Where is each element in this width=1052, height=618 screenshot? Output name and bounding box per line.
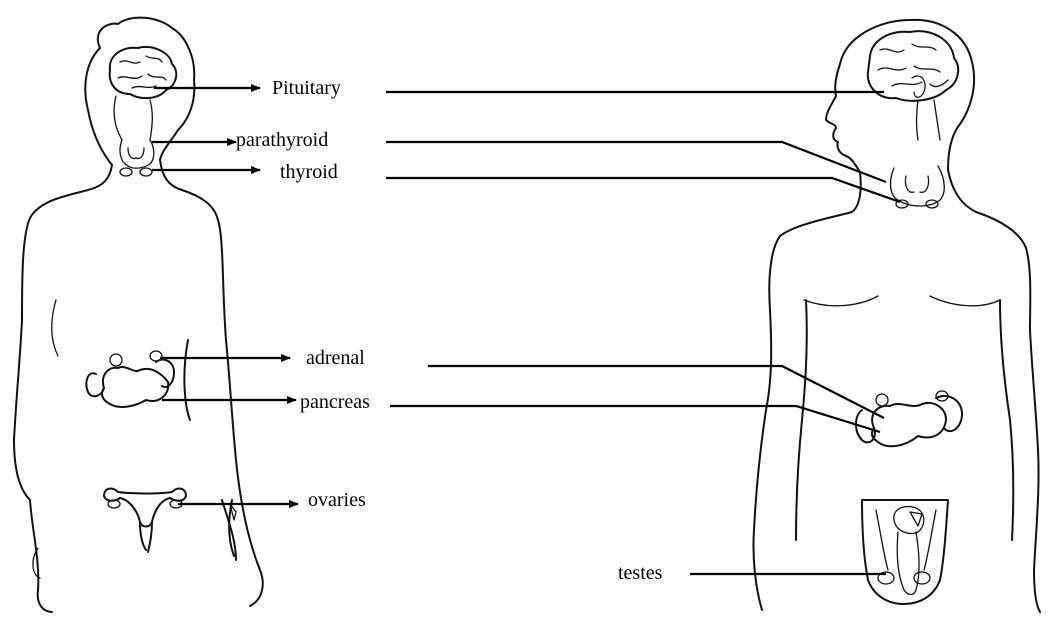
female-adrenal-right xyxy=(150,351,162,361)
adrenal-connector xyxy=(428,366,884,418)
female-kidney-left xyxy=(86,373,104,396)
label-adrenal: adrenal xyxy=(306,348,365,368)
male-prostate-shade xyxy=(910,512,922,526)
female-thyroid-gland xyxy=(120,140,154,168)
male-vas-deferens xyxy=(876,510,936,570)
female-hair-left xyxy=(85,48,112,165)
female-brain-folds xyxy=(118,56,166,88)
thyroid-connector xyxy=(386,178,900,202)
female-neck-shoulder-left xyxy=(14,165,112,500)
pancreas-connector xyxy=(390,406,880,432)
male-arm-inner-left xyxy=(796,300,807,540)
male-face-profile xyxy=(826,64,860,172)
label-thyroid: thyroid xyxy=(280,162,338,182)
male-head-outline xyxy=(840,20,974,170)
parathyroid-connector xyxy=(386,142,886,182)
label-testes: testes xyxy=(618,563,662,583)
female-figure xyxy=(14,18,263,612)
male-adrenal-left xyxy=(876,394,888,406)
male-brain xyxy=(868,31,958,101)
male-penis xyxy=(897,532,919,595)
female-adrenal-left xyxy=(110,354,122,366)
leader-lines xyxy=(152,88,900,574)
male-neck-right xyxy=(948,170,1040,612)
female-waist-right xyxy=(184,340,190,420)
male-chest-line xyxy=(804,296,1000,306)
female-brain xyxy=(110,47,177,98)
male-neck-left xyxy=(753,172,860,610)
male-pancreas xyxy=(872,403,946,446)
female-neck-shoulder-right xyxy=(160,160,263,606)
male-arm-inner-right xyxy=(1000,300,1013,540)
label-parathyroid: parathyroid xyxy=(236,130,328,150)
male-testis-right xyxy=(914,572,930,584)
label-pituitary: Pituitary xyxy=(272,78,341,98)
label-pancreas: pancreas xyxy=(300,392,370,412)
female-gland-node-left xyxy=(120,168,132,176)
label-ovaries: ovaries xyxy=(308,490,366,510)
female-gland-node-right xyxy=(140,168,152,176)
male-brain-folds xyxy=(878,44,948,87)
female-brain-stem xyxy=(114,96,152,140)
female-pancreas xyxy=(102,367,168,407)
female-arm-left xyxy=(30,500,52,612)
male-brain-stem xyxy=(917,100,941,140)
male-figure xyxy=(753,20,1040,612)
female-side-mark xyxy=(52,300,58,356)
male-ear xyxy=(912,76,925,97)
male-bladder xyxy=(894,507,924,534)
